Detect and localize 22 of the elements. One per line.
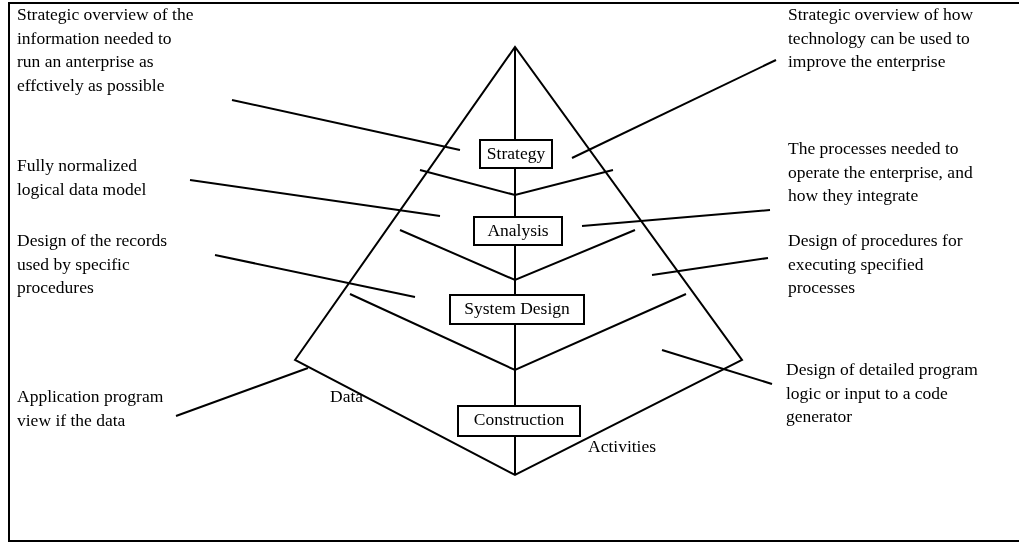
leader-line	[571, 59, 777, 159]
leader-line	[214, 254, 416, 298]
annotation-text: Design of procedures for executing specified processes	[788, 229, 988, 300]
leader-line	[175, 367, 309, 417]
leader-line	[651, 257, 769, 276]
level-box: Construction	[457, 405, 581, 437]
annotation-text: Fully normalized logical data model	[17, 154, 187, 201]
annotation-text: Design of detailed program logic or input to a code generator	[786, 358, 1001, 429]
leader-line	[189, 179, 441, 217]
annotation-text: Strategic overview of how technology can be used to improve the enterprise	[788, 3, 1003, 74]
level-box: Analysis	[473, 216, 563, 246]
annotation-text: Strategic overview of the information needed to run an anterprise as effctively as possible	[17, 3, 197, 97]
level-box: Strategy	[479, 139, 553, 169]
annotation-text: The processes needed to operate the enterprise, and how they integrate	[788, 137, 1006, 208]
leader-line	[581, 209, 771, 227]
level-box: System Design	[449, 294, 585, 325]
annotation-text: Application program view if the data	[17, 385, 187, 432]
leader-line	[231, 99, 461, 151]
axis-label: Data	[330, 386, 364, 407]
axis-label: Activities	[588, 436, 657, 457]
leader-line	[661, 349, 773, 385]
annotation-text: Design of the records used by specific procedures	[17, 229, 202, 300]
